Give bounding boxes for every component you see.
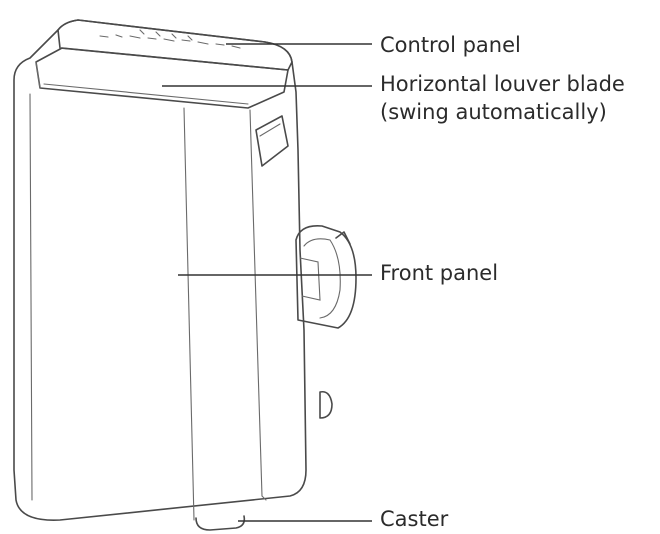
label-louver-blade: Horizontal louver blade (swing automatic… [380,70,625,126]
control-panel-area [57,19,293,71]
label-caster: Caster [380,507,449,531]
front-panel [29,93,267,521]
label-louver-line2: (swing automatically) [380,100,607,124]
caster [195,515,246,531]
exhaust-fitting [295,224,357,329]
label-control-panel: Control panel [380,33,521,57]
control-buttons [99,29,241,49]
louver-blade [35,47,289,109]
label-front-panel: Front panel [380,261,499,285]
side-handle [255,115,289,167]
label-louver-line1: Horizontal louver blade [380,72,625,96]
leader-lines [162,43,372,522]
drain-knob [319,390,333,419]
